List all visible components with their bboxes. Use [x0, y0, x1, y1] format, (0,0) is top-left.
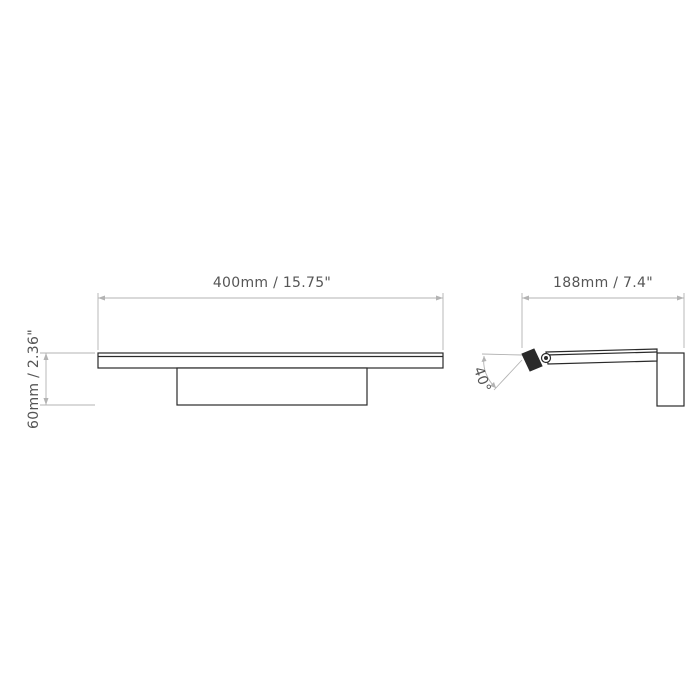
- tilt-angle-indicator: 40°: [470, 353, 523, 395]
- wall-bracket: [656, 352, 685, 407]
- arrowhead-right: [677, 295, 684, 301]
- arrowhead-right: [436, 295, 443, 301]
- arrowhead-top: [43, 353, 49, 360]
- arc-arrowhead-bottom: [490, 382, 496, 388]
- tilt-angle-label: 40°: [470, 365, 494, 395]
- side-depth-label: 188mm / 7.4": [553, 275, 653, 291]
- angle-ray-lower: [493, 359, 523, 391]
- arrowhead-bottom: [43, 398, 49, 405]
- support-arm-edge: [545, 351, 658, 356]
- front-width-label: 400mm / 15.75": [213, 275, 331, 291]
- light-bar: [97, 352, 444, 369]
- height-label: 60mm / 2.36": [26, 329, 42, 429]
- arc-arrowhead-top: [481, 356, 487, 362]
- angle-ray-upper: [481, 353, 523, 356]
- wall-mount-box: [176, 367, 368, 406]
- front-width-dimension: 400mm / 15.75": [97, 275, 444, 350]
- arrowhead-left: [98, 295, 105, 301]
- front-view: 400mm / 15.75" 60mm / 2.36": [26, 275, 444, 429]
- arrowhead-left: [522, 295, 529, 301]
- side-depth-dimension: 188mm / 7.4": [521, 275, 685, 348]
- height-dimension: 60mm / 2.36": [26, 329, 95, 429]
- side-view: 188mm / 7.4" 40°: [470, 275, 685, 407]
- pivot-pin: [544, 356, 548, 360]
- support-arm: [545, 348, 658, 365]
- light-head: [521, 348, 543, 372]
